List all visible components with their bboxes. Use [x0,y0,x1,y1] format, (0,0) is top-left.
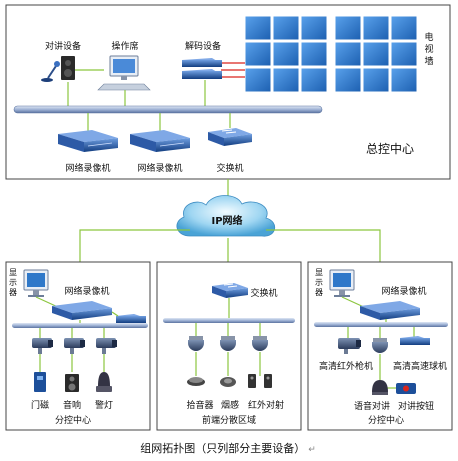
intercom-label: 对讲设备 [45,40,81,52]
svg-text:显示器: 显示器 [315,268,323,297]
video-wall-label: 电视墙 [424,31,433,67]
nvr-1-icon [58,130,118,152]
left-aux-link [111,311,119,317]
voice-intercom-icon [372,380,388,395]
caption-text: 组网拓扑图（只列部分主要设备） [140,441,305,455]
operator-workstation-icon [97,55,151,91]
middle-dome-2-icon [220,336,236,351]
right-bus-drops [347,319,415,338]
middle-bus [163,318,295,323]
left-nvr-icon [52,301,112,320]
ip-network-cloud-icon [176,195,275,237]
decoder-icon [182,58,222,79]
middle-dome-1-icon [188,336,204,351]
figure-caption: 组网拓扑图（只列部分主要设备）↵ [140,441,316,455]
center-device-links [67,69,206,106]
left-bus-drops [39,320,105,338]
middle-branch-title: 前端分散区域 [202,414,256,426]
right-nvr-label: 网络录像机 [381,285,426,297]
alarm-light-label: 警灯 [95,399,113,411]
vertical-char: 电 [424,31,433,43]
hd-dome-label: 高清高速球机 [393,360,447,372]
middle-sensor-links [195,352,261,376]
speaker-icon [65,374,79,392]
door-sensor-icon [34,372,46,392]
intercom-device-icon [41,56,75,82]
vertical-char: 墙 [424,55,433,67]
center-title: 总控中心 [366,141,414,156]
vertical-char: 示 [315,278,323,287]
left-branch-title: 分控中心 [55,414,91,426]
left-bus [12,323,148,328]
video-wall [244,15,418,93]
nvr-1-label: 网络录像机 [65,162,110,174]
vertical-char: 显 [9,268,17,277]
svg-text:显示器: 显示器 [9,268,17,297]
cloud-label: IP网络 [211,214,242,227]
left-nvr-label: 网络录像机 [64,285,109,297]
hd-speed-dome-icon [372,338,388,353]
infrared-beam-icon [248,374,272,388]
right-bus [314,322,448,327]
pickup-label: 拾音器 [186,399,213,411]
video-wall-left-group [244,15,328,93]
door-sensor-label: 门磁 [31,399,49,411]
right-branch-title: 分控中心 [368,414,404,426]
middle-switch-label: 交换机 [250,287,277,299]
decoder-label: 解码设备 [185,40,221,52]
right-monitor-label: 显示器 [315,268,323,297]
left-camera-2-icon [64,338,85,354]
intercom-button-label: 对讲按钮 [398,400,434,412]
vertical-char: 显 [315,268,323,277]
vertical-char: 示 [9,278,17,287]
vertical-char: 器 [9,288,17,297]
center-bus-drops [87,113,231,132]
vertical-char: 视 [424,43,433,55]
hd-ir-gun-camera-icon [338,338,361,354]
smoke-label: 烟感 [221,399,239,411]
center-switch-icon [208,128,252,146]
left-monitor-label: 显示器 [9,268,17,297]
caption-return-mark: ↵ [308,445,316,455]
nvr-2-label: 网络录像机 [137,162,182,174]
left-aux-device-icon [116,314,146,323]
pickup-microphone-icon [187,377,205,386]
decoder-wall-links [221,62,245,78]
left-monitor-icon [23,269,49,297]
left-camera-3-icon [96,338,117,354]
video-wall-right-group [334,15,418,93]
center-switch-label: 交换机 [216,162,243,174]
middle-bus-drops [195,323,261,336]
right-nvr-icon [360,301,420,320]
center-network-bus [13,105,323,114]
vertical-char: 器 [315,288,323,297]
right-aux-device-icon [400,336,430,345]
left-camera-1-icon [32,338,53,354]
middle-switch-icon [212,283,248,298]
nvr-2-icon [130,130,190,152]
middle-dome-3-icon [252,336,268,351]
intercom-button-icon [396,383,416,394]
voice-intercom-label: 语音对讲 [354,400,390,412]
infrared-label: 红外对射 [248,399,284,411]
right-monitor-icon [329,269,355,297]
cloud-branch-links [79,229,381,262]
left-camera-links [39,354,105,372]
svg-text:电视墙: 电视墙 [424,31,433,67]
hd-ir-gun-label: 高清红外枪机 [319,360,373,372]
alarm-light-icon [96,372,112,392]
smoke-detector-icon [220,377,236,387]
operator-label: 操作席 [111,40,138,52]
speaker-label: 音响 [63,399,81,411]
